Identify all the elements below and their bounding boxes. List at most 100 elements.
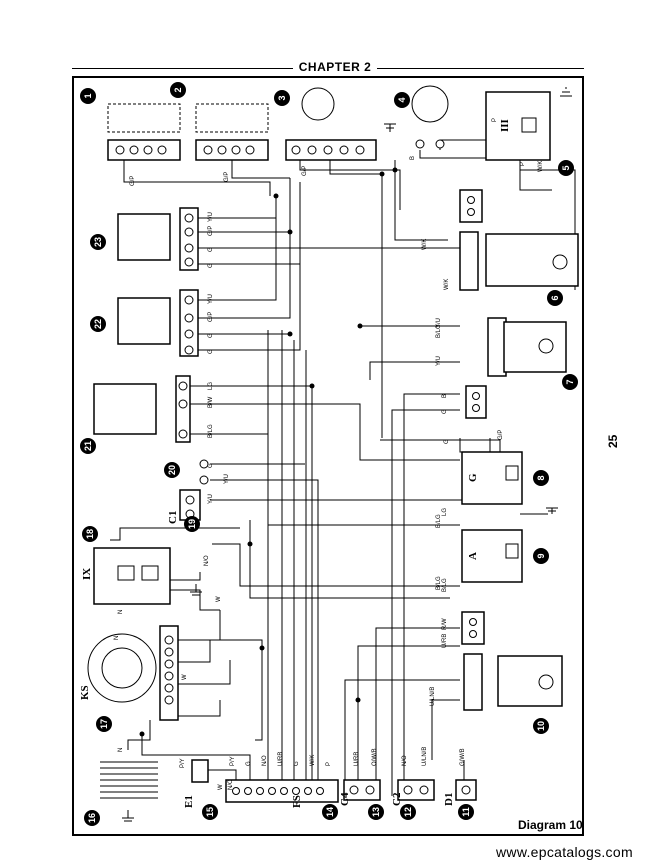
- wire-color-label: W/K: [422, 239, 428, 250]
- component-code-14: FS: [291, 795, 303, 808]
- wire-color-label: LG: [208, 382, 214, 390]
- svg-text:15: 15: [205, 807, 215, 817]
- wire-color-label: B/LG: [436, 324, 442, 338]
- component-badge-16: 16: [84, 810, 100, 826]
- svg-text:12: 12: [403, 807, 413, 817]
- wire-color-label: G/P: [224, 172, 230, 182]
- wire-color-label: R/W: [442, 618, 448, 630]
- wire-color-label: G/P: [208, 226, 214, 236]
- wire-color-label: G: [208, 463, 214, 468]
- svg-text:13: 13: [371, 807, 381, 817]
- component-boxes: [87, 85, 579, 822]
- component-code-8: G: [467, 473, 479, 482]
- wire-color-label: N/O: [204, 555, 210, 566]
- component-badge-17: 17: [96, 716, 112, 732]
- wire-color-label: Y/U: [436, 318, 442, 328]
- component-badge-21: 21: [80, 438, 96, 454]
- component-badge-8: 8: [533, 470, 549, 486]
- wire-color-label: B: [410, 156, 416, 160]
- component-badge-20: 20: [164, 462, 180, 478]
- wire-color-label: G/W/B: [460, 748, 466, 766]
- wire-color-label: G/P: [208, 312, 214, 322]
- component-code-5: III: [499, 119, 511, 132]
- component-badge-7: 7: [562, 374, 578, 390]
- svg-text:7: 7: [565, 379, 575, 384]
- component-badge-5: 5: [558, 160, 574, 176]
- svg-text:21: 21: [83, 441, 93, 451]
- wire-color-label: P: [492, 118, 498, 122]
- component-badge-3: 3: [274, 90, 290, 106]
- wire-color-label: U/RB: [278, 752, 284, 766]
- component-code-19: C1: [167, 511, 179, 524]
- wire-color-label: Y/U: [208, 212, 214, 222]
- svg-text:11: 11: [461, 807, 471, 817]
- component-badge-12: 12: [400, 804, 416, 820]
- component-badge-18: 18: [82, 526, 98, 542]
- wire-color-label: B/LG: [436, 514, 442, 528]
- junction-dots: [139, 167, 398, 737]
- wire-color-label: N/O: [262, 755, 268, 766]
- component-badge-14: 14: [322, 804, 338, 820]
- wire-color-label: W: [216, 596, 222, 602]
- wire-color-label: U/LN/B: [422, 747, 428, 766]
- component-badge-6: 6: [547, 290, 563, 306]
- svg-text:22: 22: [93, 319, 103, 329]
- component-code-15: E1: [183, 795, 195, 808]
- svg-text:3: 3: [277, 95, 287, 100]
- component-badge-10: 10: [533, 718, 549, 734]
- svg-text:5: 5: [561, 165, 571, 170]
- diagram-frame: [72, 76, 584, 836]
- wire-color-label: U/LN/B: [430, 687, 436, 706]
- wire-color-label: G: [208, 349, 214, 354]
- svg-text:17: 17: [99, 719, 109, 729]
- wire-color-label: G: [444, 439, 450, 444]
- component-code-18: IX: [81, 568, 93, 580]
- wire-color-label: U/RB: [354, 752, 360, 766]
- wire-color-label: Y/U: [208, 494, 214, 504]
- component-badge-2: 2: [170, 82, 186, 98]
- wire-color-label: G: [208, 263, 214, 268]
- wire-color-label: B/LG: [436, 576, 442, 590]
- wire-color-label: B/LG: [208, 424, 214, 438]
- svg-text:19: 19: [187, 519, 197, 529]
- component-badge-13: 13: [368, 804, 384, 820]
- wire-color-label: G/P: [130, 176, 136, 186]
- page-number: 25: [606, 434, 620, 448]
- wire-color-label: N: [114, 636, 120, 640]
- wire-color-label: N/O: [228, 779, 234, 790]
- component-code-13: C4: [339, 792, 351, 806]
- wire-color-label: B/W: [208, 396, 214, 408]
- site-watermark: www.epcatalogs.com: [496, 844, 633, 860]
- wire-color-label: N: [118, 610, 124, 614]
- component-badge-23: 23: [90, 234, 106, 250]
- wire-color-label: G/P: [498, 430, 504, 440]
- svg-text:23: 23: [93, 237, 103, 247]
- wire-color-label: G/P: [302, 166, 308, 176]
- wire-color-label: O/W/B: [372, 748, 378, 766]
- svg-text:18: 18: [85, 529, 95, 539]
- wire-color-label: G: [208, 247, 214, 252]
- svg-text:16: 16: [87, 813, 97, 823]
- wire-color-label: G: [208, 333, 214, 338]
- svg-text:1: 1: [83, 93, 93, 98]
- diagram-label: Diagram 10: [518, 818, 583, 832]
- svg-text:14: 14: [325, 807, 335, 817]
- wire-color-label: Y/U: [208, 294, 214, 304]
- svg-text:8: 8: [536, 475, 546, 480]
- component-badge-9: 9: [533, 548, 549, 564]
- wire-color-label: G: [246, 761, 252, 766]
- wire-color-label: B: [442, 394, 448, 398]
- component-badge-19: 19: [184, 516, 200, 532]
- chapter-title: CHAPTER 2: [292, 60, 378, 74]
- component-badge-11: 11: [458, 804, 474, 820]
- component-badge-15: 15: [202, 804, 218, 820]
- component-badge-1: 1: [80, 88, 96, 104]
- wire-color-label: B/LG: [442, 578, 448, 592]
- wire-color-label: N: [118, 748, 124, 752]
- wire-color-label: P/Y: [180, 758, 186, 768]
- svg-text:6: 6: [550, 295, 560, 300]
